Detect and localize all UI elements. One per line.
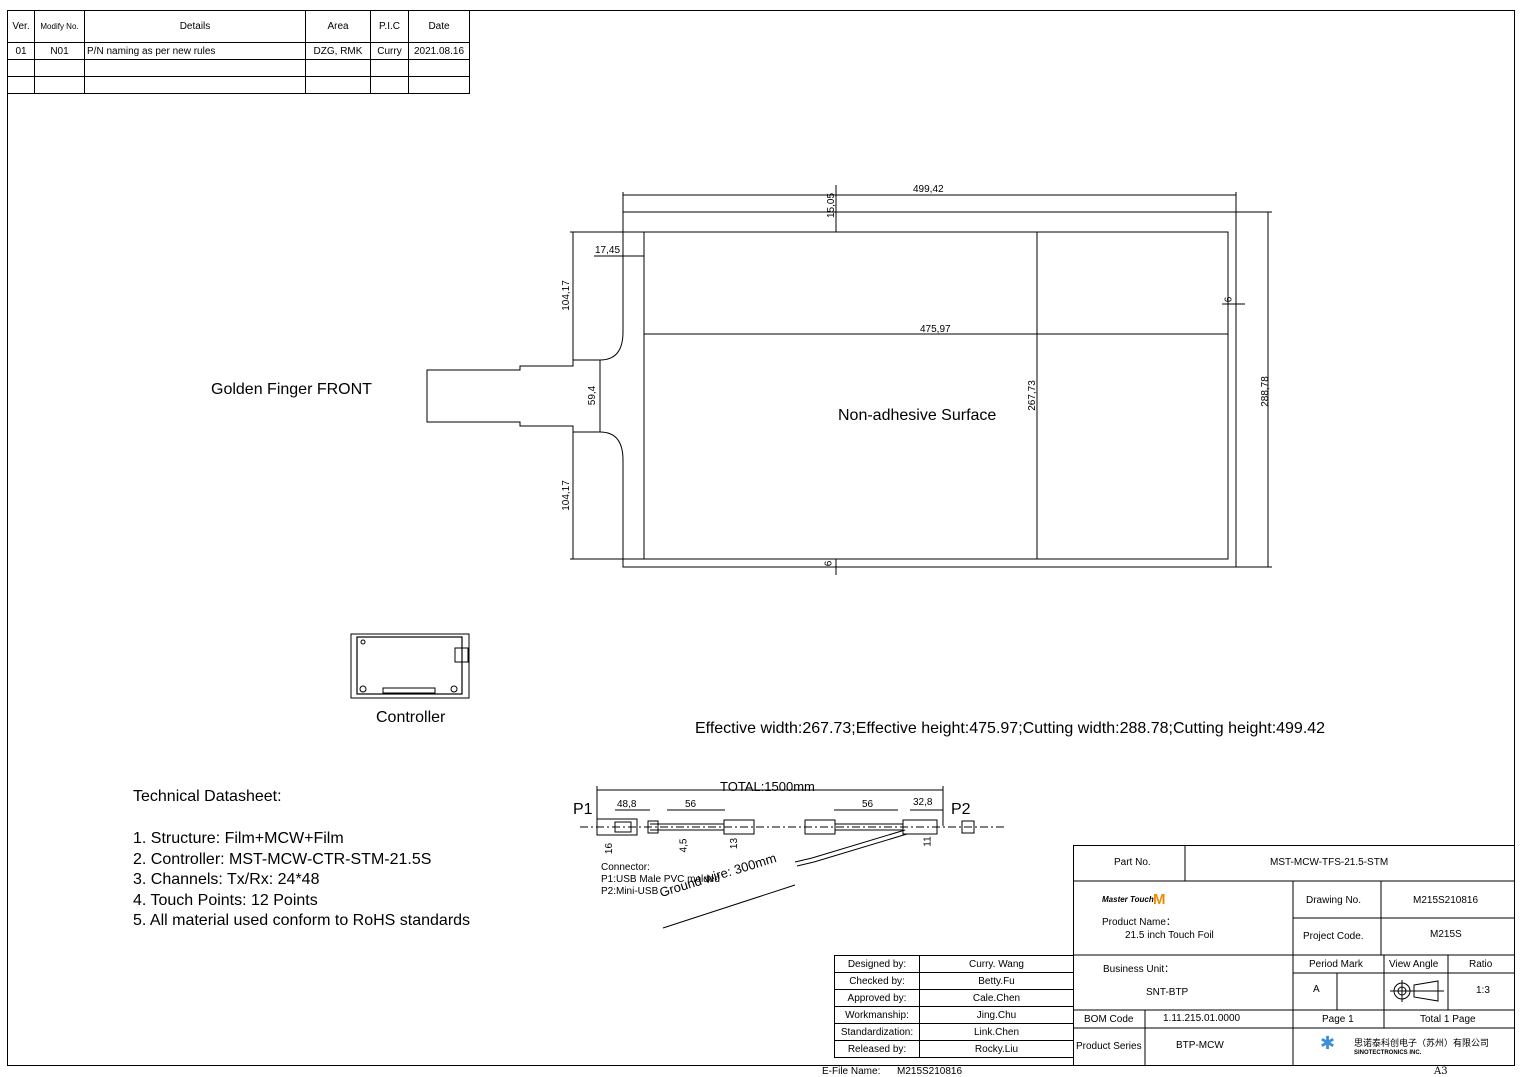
sig-role: Released by: [834, 1040, 920, 1058]
cable-vdim: 16 [604, 842, 616, 855]
rev-cell [408, 76, 470, 94]
sig-role: Workmanship: [834, 1006, 920, 1024]
cable-vdim: 13 [729, 837, 741, 850]
sig-role: Checked by: [834, 972, 920, 990]
sheet-size: A3 [1434, 1066, 1448, 1077]
product-series-label: Product Series [1076, 1041, 1142, 1052]
drawing-no: M215S210816 [1413, 895, 1479, 906]
dim-left-margin: 17,45 [595, 245, 621, 256]
company-logo-icon: ✱ [1320, 1033, 1336, 1053]
dim-effective-height: 475,97 [920, 324, 951, 335]
period-mark: A [1313, 984, 1320, 995]
connector-p1: P1:USB Male PVC molded [601, 874, 720, 885]
cable-vdim: 4,5 [678, 838, 690, 853]
part-no: MST-MCW-TFS-21.5-STM [1270, 857, 1389, 868]
ratio-label: Ratio [1469, 959, 1493, 970]
project-code: M215S [1430, 929, 1462, 940]
dim-upper-tail: 104,17 [560, 280, 572, 311]
datasheet-item: 5. All material used conform to RoHS sta… [133, 912, 471, 929]
dim-bottom-margin: 6 [823, 560, 835, 567]
cable-dim: 48,8 [617, 799, 637, 810]
controller-label: Controller [376, 709, 446, 726]
company-en: SINOTECTRONICS INC. [1354, 1050, 1422, 1056]
rev-header-pic: P.I.C [370, 10, 409, 43]
datasheet-title: Technical Datasheet: [133, 788, 282, 805]
title-block [1073, 845, 1515, 1066]
dim-top-margin: 15,05 [826, 192, 838, 219]
business-unit: SNT-BTP [1146, 987, 1189, 998]
dim-cut-height: 499,42 [913, 184, 944, 195]
datasheet-item: 1. Structure: Film+MCW+Film [133, 830, 344, 847]
sig-name: Link.Chen [919, 1023, 1074, 1041]
golden-finger-label: Golden Finger FRONT [211, 381, 372, 398]
controller-board [356, 636, 463, 695]
revision-table: Ver. Modify No. Details Area P.I.C Date … [7, 10, 470, 94]
view-angle-label: View Angle [1389, 959, 1439, 970]
cable-p2: P2 [951, 801, 971, 818]
cable-dim: 56 [862, 799, 874, 810]
product-series: BTP-MCW [1176, 1040, 1224, 1051]
dim-right-margin: 6 [1223, 296, 1235, 303]
project-code-label: Project Code. [1303, 931, 1364, 942]
sig-role: Approved by: [834, 989, 920, 1007]
rev-header-modify: Modify No. [34, 10, 85, 43]
business-unit-label: Business Unit： [1103, 964, 1175, 975]
brand-logo-icon: M [1153, 891, 1166, 908]
period-mark-label: Period Mark [1309, 959, 1363, 970]
mini-usb-connector-p2 [961, 820, 975, 834]
sig-role: Standardization: [834, 1023, 920, 1041]
sig-name: Rocky.Liu [919, 1040, 1074, 1058]
part-no-label: Part No. [1114, 857, 1151, 868]
connector-p2: P2:Mini-USB [601, 886, 659, 897]
bom-code: 1.11.215.01.0000 [1163, 1013, 1241, 1024]
sig-name: Betty.Fu [919, 972, 1074, 990]
usb-connector-p1 [596, 818, 638, 836]
sig-name: Curry. Wang [919, 955, 1074, 973]
signature-table: Designed by:Curry. Wang Checked by:Betty… [834, 955, 1074, 1058]
efile-name: M215S210816 [897, 1066, 963, 1077]
drawing-no-label: Drawing No. [1306, 895, 1362, 906]
cable-dim: 32,8 [913, 797, 933, 808]
datasheet-item: 2. Controller: MST-MCW-CTR-STM-21.5S [133, 850, 432, 868]
sig-name: Cale.Chen [919, 989, 1074, 1007]
connector-title: Connector: [601, 862, 650, 873]
datasheet-item: 3. Channels: Tx/Rx: 24*48 [133, 871, 320, 888]
effective-summary: Effective width:267.73;Effective height:… [695, 720, 1326, 737]
dim-lower-tail: 104,17 [560, 480, 572, 511]
company-cn: 思诺泰科创电子（苏州）有限公司 [1354, 1039, 1490, 1049]
dim-tail-width: 59,4 [587, 385, 599, 406]
total-pages: Total 1 Page [1420, 1014, 1476, 1025]
cable-dim: 56 [685, 799, 697, 810]
effective-area [643, 231, 1229, 560]
dim-effective-width: 267,73 [1026, 380, 1038, 411]
cable-total: TOTAL:1500mm [720, 779, 815, 794]
datasheet-item: 4. Touch Points: 12 Points [133, 891, 318, 909]
rev-header-date: Date [408, 10, 470, 43]
efile-label: E-File Name: [822, 1066, 881, 1077]
bom-code-label: BOM Code [1084, 1014, 1134, 1025]
cut-outline [426, 211, 1237, 568]
sig-name: Jing.Chu [919, 1006, 1074, 1024]
brand-name: Master Touch [1102, 895, 1154, 904]
cable-vdim: 11 [922, 836, 934, 847]
product-name-label: Product Name： [1102, 917, 1176, 928]
ratio: 1:3 [1476, 985, 1490, 996]
page-number: Page 1 [1322, 1014, 1354, 1025]
datasheet-list: 1. Structure: Film+MCW+Film 2. Controlle… [133, 829, 470, 932]
product-name: 21.5 inch Touch Foil [1125, 930, 1214, 941]
sig-role: Designed by: [834, 955, 920, 973]
cable-p1: P1 [573, 801, 593, 818]
surface-label: Non-adhesive Surface [838, 407, 997, 424]
drawing-frame [7, 10, 1515, 1066]
dim-cut-width: 288,78 [1259, 376, 1271, 407]
